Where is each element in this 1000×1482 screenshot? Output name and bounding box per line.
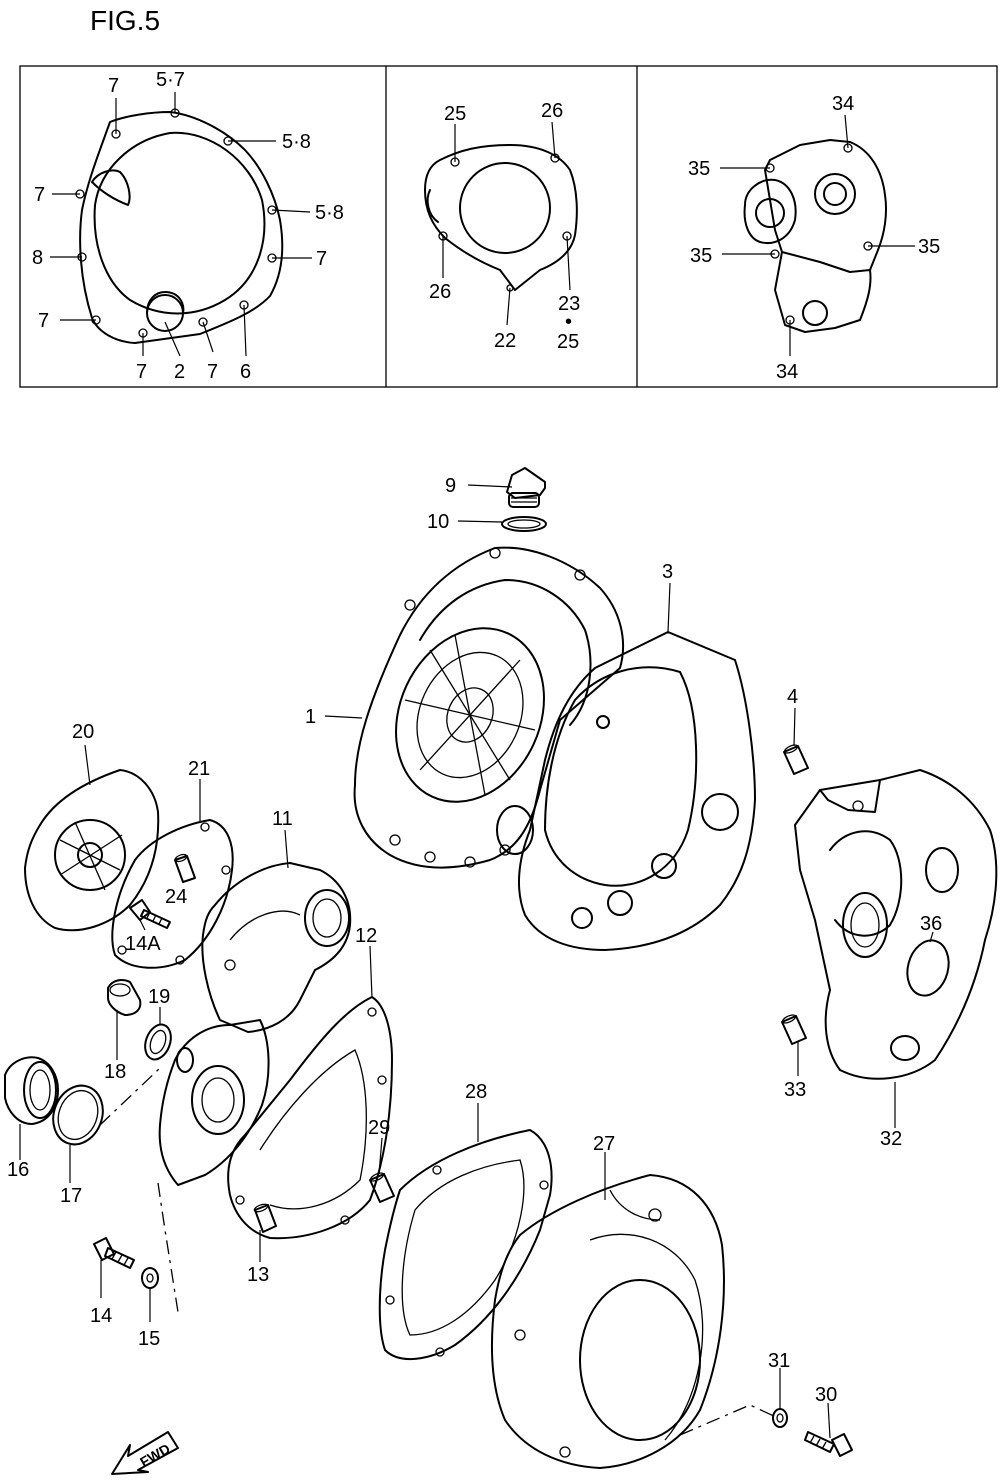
part-24-dowel: 24 xyxy=(165,853,196,908)
part-36-o-ring: 36 xyxy=(906,913,950,997)
part-32-starter-clutch-cover: 32 xyxy=(794,769,998,1150)
callout-9: 9 xyxy=(445,475,456,497)
part-20-water-pump-cover: 20 xyxy=(24,721,160,932)
part-9-oil-filler-cap: 9 xyxy=(445,467,546,508)
part-1-clutch-cover: 1 xyxy=(305,546,624,869)
inset1-label-bottom-4: 6 xyxy=(240,361,251,383)
inset3-label-35-upper: 35 xyxy=(688,158,710,180)
callout-33: 33 xyxy=(784,1079,806,1101)
part-30-bolt: 30 xyxy=(804,1384,853,1457)
inset1-label-top: 5·7 xyxy=(156,69,185,91)
inset3-label-35-lower: 35 xyxy=(690,245,712,267)
part-11-water-pump-case: 11 xyxy=(201,808,352,1033)
callout-36: 36 xyxy=(920,913,942,935)
part-27-generator-cover: 27 xyxy=(491,1133,725,1469)
part-21-water-pump-gasket: 21 xyxy=(111,758,234,969)
callout-20: 20 xyxy=(72,721,94,743)
part-14-bolt: 14 xyxy=(90,1237,135,1327)
callout-17: 17 xyxy=(60,1185,82,1207)
part-28-gasket: 28 xyxy=(378,1081,553,1361)
part-17-o-ring: 17 xyxy=(52,1084,104,1207)
part-3-gasket: 3 xyxy=(517,561,756,951)
figure-title: FIG.5 xyxy=(90,5,160,36)
inset-generator-cover: 25 26 26 22 23 • 25 xyxy=(424,100,580,353)
inset2-label-25-top: 25 xyxy=(444,103,466,125)
callout-13: 13 xyxy=(247,1264,269,1286)
inset-frame xyxy=(19,65,998,388)
part-18-plug: 18 xyxy=(104,979,142,1083)
callout-3: 3 xyxy=(662,561,673,583)
callout-14: 14 xyxy=(90,1305,112,1327)
callout-19: 19 xyxy=(148,986,170,1008)
callout-32: 32 xyxy=(880,1128,902,1150)
callout-31: 31 xyxy=(768,1350,790,1372)
inset1-label-right: 5·8 xyxy=(315,202,344,224)
inset3-label-34-top: 34 xyxy=(832,93,854,115)
inset3-label-35-right: 35 xyxy=(918,236,940,258)
assembly-lines xyxy=(99,1067,179,1313)
callout-21: 21 xyxy=(188,758,210,780)
callout-14A: 14A xyxy=(125,933,161,955)
inset2-label-26-top: 26 xyxy=(541,100,563,122)
inset1-label-bottom-2: 2 xyxy=(174,361,185,383)
part-4-dowel-pin: 4 xyxy=(783,686,809,775)
inset1-label-bottom-3: 7 xyxy=(207,361,218,383)
callout-27: 27 xyxy=(593,1133,615,1155)
inset-starter-cover: 34 35 35 35 34 xyxy=(688,93,940,383)
inset2-label-dot: • xyxy=(565,311,572,333)
inset1-label-left-8: 8 xyxy=(32,247,43,269)
part-12-case-gasket: 12 xyxy=(227,925,393,1240)
part-14A-bolt: 14A xyxy=(125,899,171,955)
callout-4: 4 xyxy=(787,686,798,708)
part-19-o-ring: 19 xyxy=(144,986,172,1061)
inset2-label-22: 22 xyxy=(494,330,516,352)
inset1-label-upper-right: 5·8 xyxy=(282,131,311,153)
callout-11: 11 xyxy=(272,808,293,830)
inset2-label-26-bottom: 26 xyxy=(429,281,451,303)
part-15-washer: 15 xyxy=(138,1267,160,1350)
callout-28: 28 xyxy=(465,1081,487,1103)
inset1-label-bottom-1: 7 xyxy=(136,361,147,383)
part-10-o-ring: 10 xyxy=(427,511,547,533)
part-31-washer: 31 xyxy=(679,1350,790,1436)
inset1-label-right-lower: 7 xyxy=(316,248,327,270)
callout-18: 18 xyxy=(104,1061,126,1083)
part-33-dowel-pin: 33 xyxy=(781,1014,807,1101)
pump-body xyxy=(158,1019,270,1186)
inset3-label-34-bottom: 34 xyxy=(776,361,798,383)
callout-29: 29 xyxy=(368,1117,390,1139)
callout-10: 10 xyxy=(427,511,449,533)
inset2-label-25-bottom: 25 xyxy=(557,331,579,353)
part-13-dowel: 13 xyxy=(247,1203,277,1286)
inset1-label-left-upper: 7 xyxy=(34,184,45,206)
part-16-seal: 16 xyxy=(4,1056,59,1181)
callout-30: 30 xyxy=(815,1384,837,1406)
callout-12: 12 xyxy=(355,925,377,947)
callout-1: 1 xyxy=(305,706,316,728)
callout-16: 16 xyxy=(7,1159,29,1181)
callout-24: 24 xyxy=(165,886,187,908)
callout-15: 15 xyxy=(138,1328,160,1350)
inset1-label-top-left: 7 xyxy=(108,75,119,97)
inset-clutch-cover: 7 5·7 5·8 5·8 7 8 7 7 7 2 7 6 xyxy=(32,69,344,383)
fwd-direction-arrow: FWD xyxy=(111,1431,179,1475)
part-29-dowel: 29 xyxy=(368,1117,395,1203)
inset1-label-left-lower: 7 xyxy=(38,310,49,332)
inset2-label-23: 23 xyxy=(558,293,580,315)
